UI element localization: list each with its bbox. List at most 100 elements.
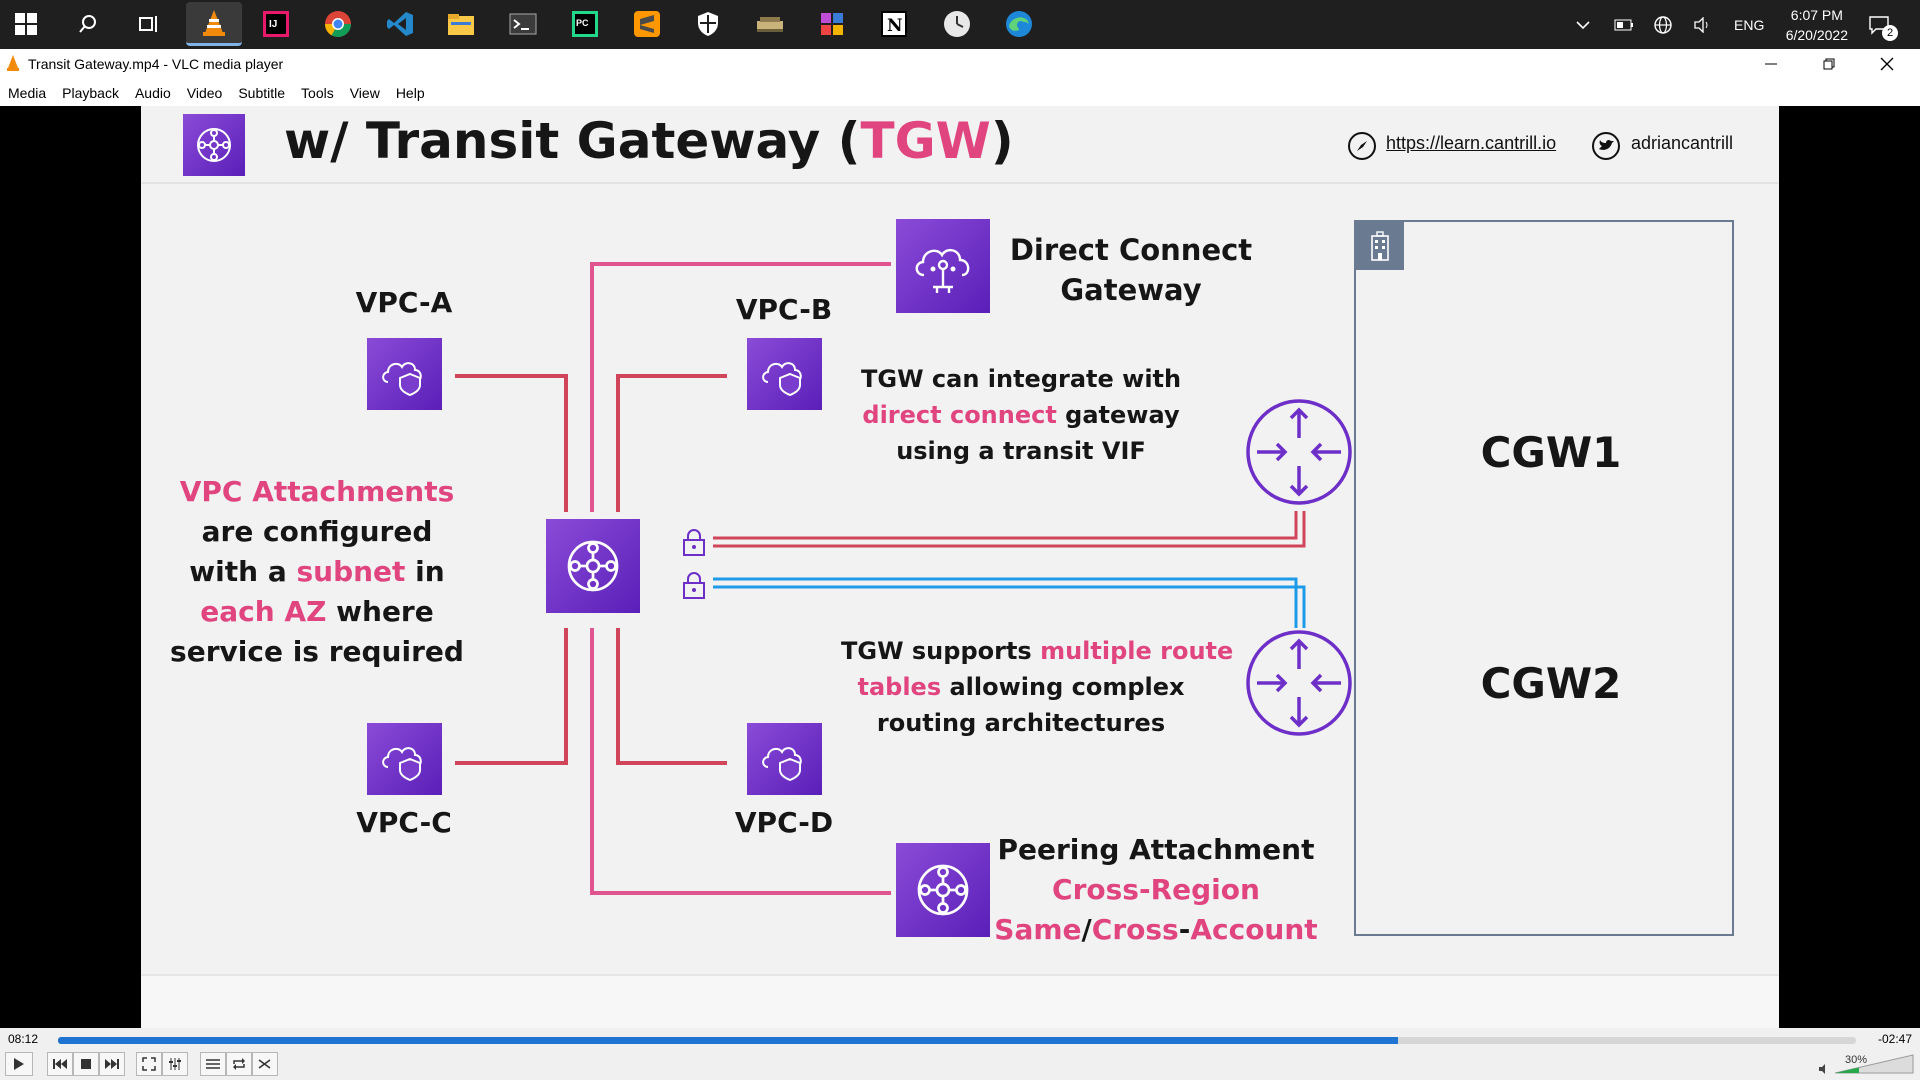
volume-icon[interactable]: [1693, 0, 1713, 49]
restore-button[interactable]: [1800, 49, 1858, 79]
attach-line1: VPC Attachments: [179, 475, 455, 508]
search-icon[interactable]: [70, 6, 106, 42]
vscode-icon[interactable]: [382, 6, 418, 42]
attach-line3c: in: [405, 555, 445, 588]
vpc-d-icon: [747, 723, 822, 795]
peer-line3d: -: [1178, 913, 1191, 946]
svg-text:N: N: [887, 16, 903, 36]
direct-connect-gateway-icon: [896, 219, 990, 313]
file-explorer-icon[interactable]: [443, 6, 479, 42]
title-accent: TGW: [860, 112, 991, 170]
vpc-b-label: VPC-B: [735, 293, 833, 326]
attach-line2: are configured: [201, 515, 433, 548]
loop-button[interactable]: [226, 1052, 252, 1076]
peer-line1: Peering Attachment: [997, 833, 1315, 866]
router-cgw2-icon: [1245, 629, 1353, 742]
route-tables-note: TGW supports multiple route tables allow…: [841, 633, 1233, 741]
peer-line3e: Account: [1190, 913, 1318, 946]
chrome-icon[interactable]: [320, 6, 356, 42]
attach-line3b: subnet: [296, 555, 406, 588]
close-button[interactable]: [1858, 49, 1916, 79]
sublime-icon[interactable]: [629, 6, 665, 42]
slide-header: w/ Transit Gateway (TGW) https://learn.c…: [141, 106, 1779, 184]
clock[interactable]: 6:07 PM 6/20/2022: [1786, 5, 1848, 45]
attach-line4a: each AZ: [200, 595, 327, 628]
router-cgw1-icon: [1245, 398, 1353, 511]
attach-line5: service is required: [170, 635, 464, 668]
window-titlebar: Transit Gateway.mp4 - VLC media player: [0, 49, 1920, 79]
vpn-cgw2-line-a: [713, 577, 1298, 628]
task-view-icon[interactable]: [131, 6, 167, 42]
remaining-time[interactable]: -02:47: [1877, 1032, 1912, 1046]
shuffle-button[interactable]: [252, 1052, 278, 1076]
compass-icon: [1347, 131, 1377, 166]
svg-text:PC: PC: [576, 18, 589, 28]
dcg-label-line2: Gateway: [1060, 273, 1202, 307]
cgw1-label: CGW1: [1480, 428, 1622, 477]
vpc-c-attachment-line: [455, 628, 568, 765]
show-hidden-icons-icon[interactable]: [1575, 0, 1591, 49]
network-icon[interactable]: [1653, 0, 1673, 49]
clock-time: 6:07 PM: [1790, 7, 1843, 23]
dc-note-line2b: gateway: [1056, 401, 1180, 429]
speaker-icon[interactable]: [1818, 1062, 1830, 1080]
seek-progress: [58, 1037, 1398, 1044]
language-indicator[interactable]: ENG: [1734, 16, 1765, 33]
extended-settings-button[interactable]: [162, 1052, 188, 1076]
tgw-center-icon: [546, 519, 640, 613]
peering-attachment-note: Peering Attachment Cross-Region Same/Cro…: [991, 830, 1321, 950]
windows-start-icon[interactable]: [8, 6, 44, 42]
course-link[interactable]: https://learn.cantrill.io: [1386, 133, 1557, 153]
vlc-icon[interactable]: [186, 2, 242, 46]
menu-media[interactable]: Media: [8, 84, 47, 101]
rt-note-line1b: multiple route: [1040, 637, 1234, 665]
seek-bar[interactable]: [58, 1037, 1856, 1044]
vpc-d-attachment-line: [616, 628, 727, 765]
playlist-button[interactable]: [200, 1052, 226, 1076]
battery-icon[interactable]: [1614, 0, 1634, 49]
notifications-icon[interactable]: 2: [1868, 0, 1898, 49]
rt-note-line2a: tables: [857, 673, 942, 701]
taskbar: IJ PC N ENG 6: [0, 0, 1920, 49]
edge-icon[interactable]: [1001, 6, 1037, 42]
intellij-icon[interactable]: IJ: [258, 6, 294, 42]
menu-playback[interactable]: Playback: [62, 84, 119, 101]
vpn-cgw2-line-b: [713, 585, 1306, 628]
vpn-lock-icon: [681, 528, 707, 563]
vpc-a-label: VPC-A: [355, 286, 453, 319]
play-button[interactable]: [5, 1052, 33, 1076]
dcg-label-line1: Direct Connect: [1009, 233, 1253, 267]
player-controls: 08:12 -02:47 30%: [0, 1028, 1920, 1080]
elapsed-time[interactable]: 08:12: [8, 1032, 39, 1046]
stop-button[interactable]: [73, 1052, 99, 1076]
volume-slider[interactable]: 30%: [1834, 1054, 1915, 1074]
video-area[interactable]: w/ Transit Gateway (TGW) https://learn.c…: [0, 106, 1920, 1028]
menu-tools[interactable]: Tools: [301, 84, 334, 101]
fullscreen-button[interactable]: [136, 1052, 162, 1076]
security-icon[interactable]: [690, 6, 726, 42]
terminal-icon[interactable]: [505, 6, 541, 42]
next-button[interactable]: [99, 1052, 125, 1076]
notification-count: 2: [1882, 25, 1898, 41]
clock-app-icon[interactable]: [939, 6, 975, 42]
menu-view[interactable]: View: [349, 84, 380, 101]
vpc-b-attachment-line: [616, 374, 727, 512]
previous-button[interactable]: [47, 1052, 73, 1076]
peer-line2: Cross-Region: [1052, 873, 1260, 906]
pycharm-icon[interactable]: PC: [567, 6, 603, 42]
rt-note-line1a: TGW supports: [841, 637, 1041, 665]
menu-help[interactable]: Help: [395, 84, 425, 101]
app-icon[interactable]: [752, 6, 788, 42]
svg-text:IJ: IJ: [269, 19, 277, 30]
menu-audio[interactable]: Audio: [134, 84, 171, 101]
app2-icon[interactable]: [814, 6, 850, 42]
building-icon: [1356, 222, 1404, 270]
notion-icon[interactable]: N: [876, 6, 912, 42]
direct-connect-line: [590, 262, 891, 512]
minimize-button[interactable]: [1742, 49, 1800, 79]
peer-line3a: Same: [994, 913, 1082, 946]
slide-title: w/ Transit Gateway (TGW): [284, 112, 1014, 170]
menu-video[interactable]: Video: [186, 84, 223, 101]
menu-subtitle[interactable]: Subtitle: [238, 84, 286, 101]
dc-note-line2a: direct connect: [862, 401, 1057, 429]
